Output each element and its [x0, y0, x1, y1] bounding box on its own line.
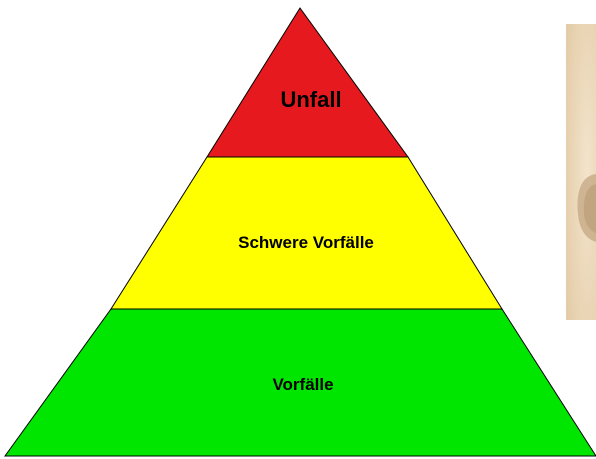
tier-label-schwere-vorfaelle: Schwere Vorfälle	[238, 233, 374, 252]
tier-label-vorfaelle: Vorfälle	[272, 375, 333, 394]
pyramid-tier-top	[206, 7, 409, 158]
portrait-photo	[566, 24, 596, 320]
tier-label-unfall: Unfall	[280, 87, 341, 112]
pyramid-tier-bottom	[4, 308, 596, 457]
sepia-portrait-photo-icon	[566, 24, 596, 320]
